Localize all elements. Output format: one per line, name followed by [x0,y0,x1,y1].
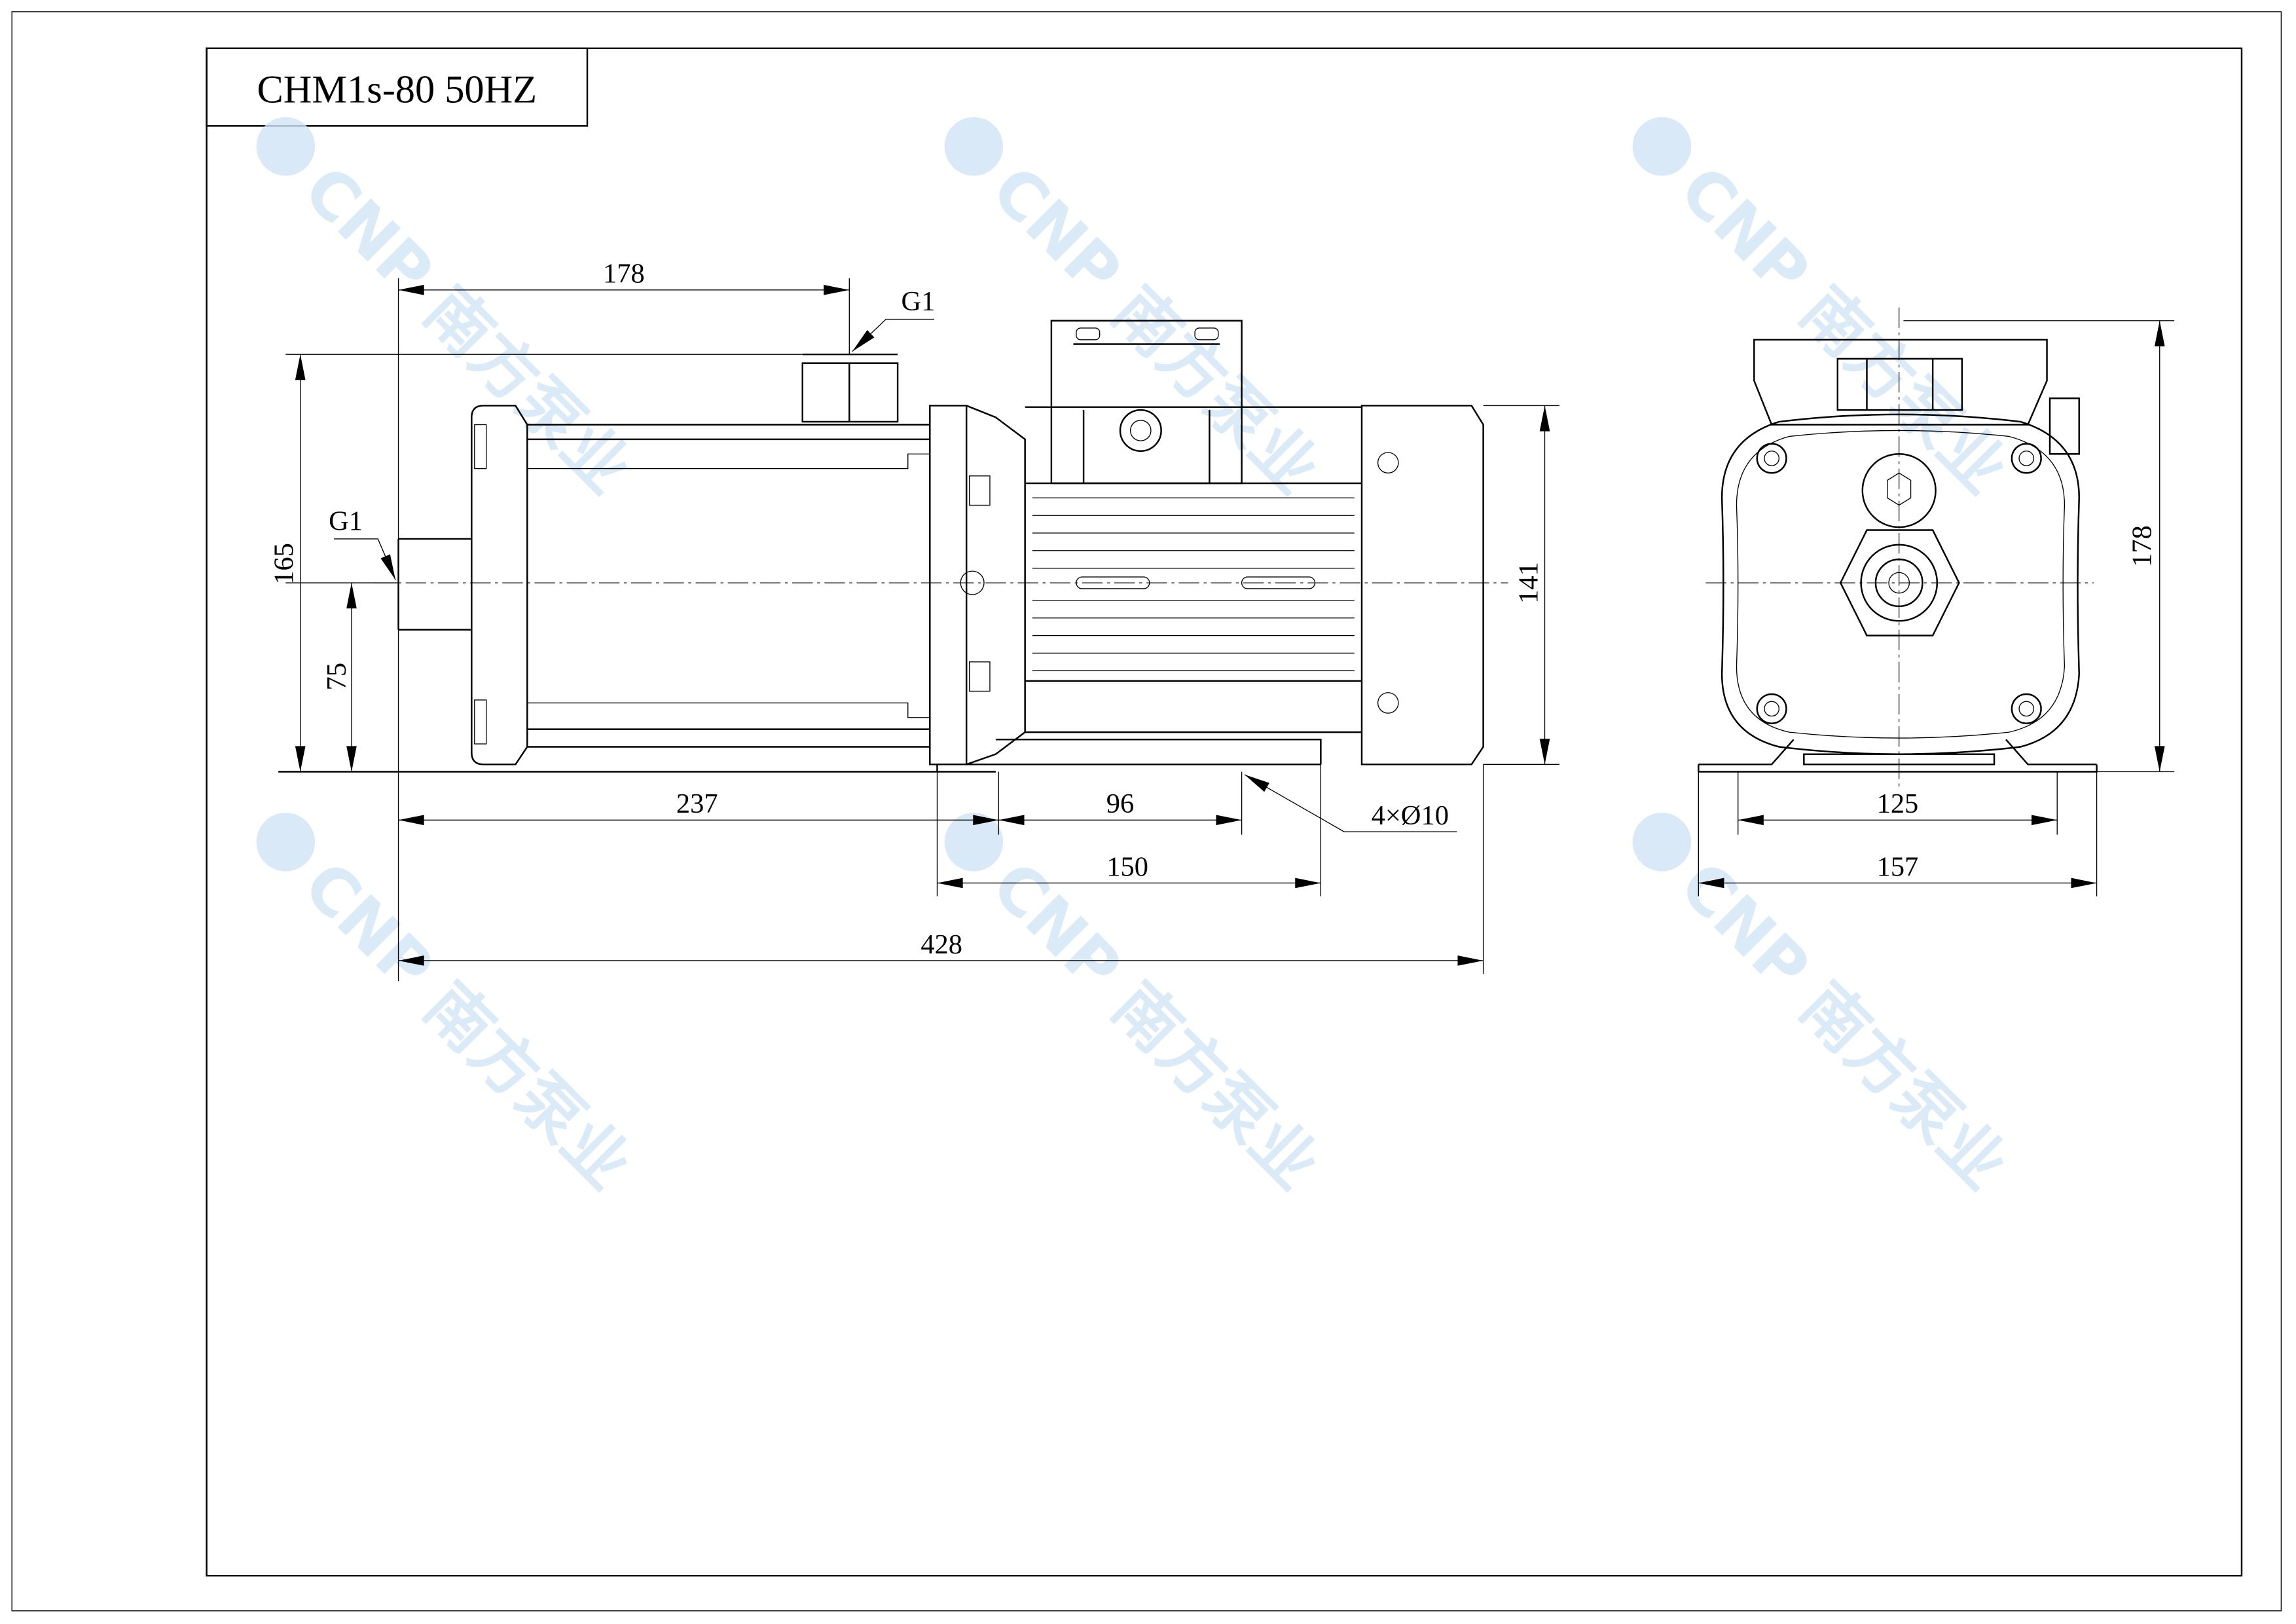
watermark-text: CNP 南方泵业 [289,153,645,508]
dim-96: 96 [1106,788,1134,819]
mounting-holes-label: 4×Ø10 [1372,800,1449,831]
watermark-text: CNP 南方泵业 [1666,848,2021,1204]
front-view: 125 157 178 [1698,307,2175,896]
inner-frame [206,47,2243,1577]
watermarks: CNP 南方泵业 CNP 南方泵业 CNP 南方泵业 CNP 南方泵业 CNP … [256,117,2021,1204]
cnp-logo-icon [256,813,316,872]
watermark-text: CNP 南方泵业 [289,848,645,1204]
watermark-text: CNP 南方泵业 [1666,153,2021,508]
cnp-logo-icon [944,117,1004,176]
dim-150: 150 [1106,851,1148,882]
cnp-logo-icon [256,117,316,176]
inlet-thread-label: G1 [329,506,363,537]
dim-178-front: 178 [2126,525,2157,567]
dim-237: 237 [676,788,718,819]
title-box [206,47,589,127]
cnp-logo-icon [944,813,1004,872]
outer-border [11,11,2282,1612]
drawing-title: CHM1s-80 50HZ [257,68,538,112]
dim-125: 125 [1877,788,1919,819]
dim-428: 428 [920,929,962,960]
outlet-thread-label: G1 [901,286,935,317]
dim-75: 75 [321,663,352,690]
watermark-text: CNP 南方泵业 [977,848,1333,1204]
dim-141: 141 [1513,562,1544,604]
watermark-text: CNP 南方泵业 [977,153,1333,508]
dim-157: 157 [1877,851,1919,882]
dim-165: 165 [269,543,300,585]
side-view: 178 G1 G1 165 75 141 237 96 150 428 4×Ø1… [269,259,1559,982]
cnp-logo-icon [1632,813,1692,872]
cnp-logo-icon [1632,117,1692,176]
dim-178-side: 178 [603,259,645,289]
